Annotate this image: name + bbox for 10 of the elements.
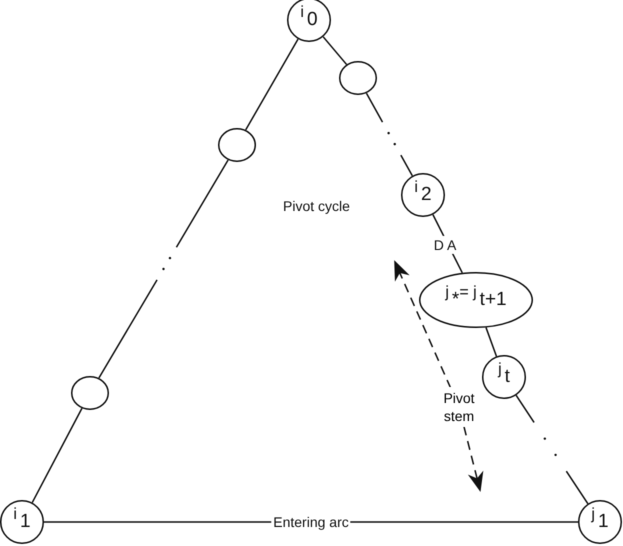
- connector-line: [32, 408, 83, 503]
- connector-line: [485, 327, 498, 357]
- empty-circle: [218, 128, 256, 162]
- connector-line: [245, 38, 299, 130]
- dashed-arrow: [463, 426, 484, 492]
- empty-circle: [339, 61, 377, 95]
- empty-circle: [71, 376, 109, 410]
- connector-line: [322, 36, 348, 65]
- dashed-arrow: [394, 260, 452, 389]
- edge-label: D A: [432, 236, 458, 254]
